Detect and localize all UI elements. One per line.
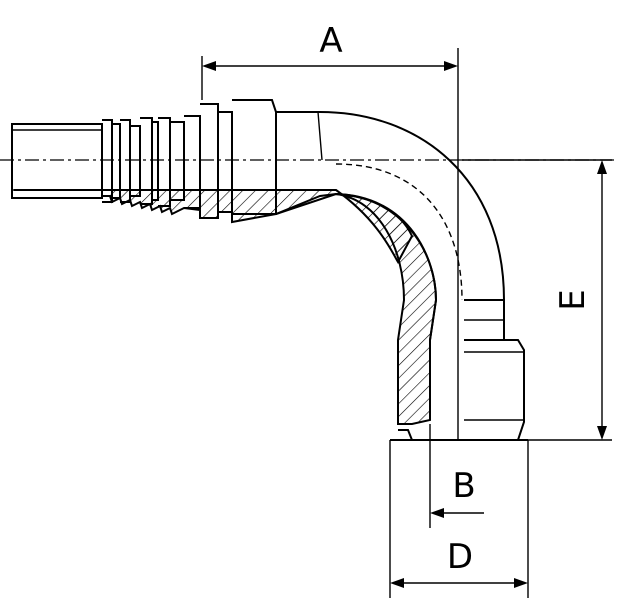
fitting-body — [0, 99, 617, 441]
section-bend — [335, 193, 438, 425]
bend-outer — [276, 111, 505, 340]
dimension-d-label: D — [447, 537, 473, 577]
flange-nut — [390, 299, 528, 441]
dimension-d: D — [389, 440, 529, 598]
dimension-a-label: A — [319, 21, 342, 61]
dimension-a: A — [201, 21, 459, 440]
dimension-e: E — [462, 159, 612, 441]
dimension-e-label: E — [553, 289, 593, 310]
bend-bore — [335, 163, 463, 301]
dimension-b-label: B — [452, 466, 475, 506]
dimension-b: B — [429, 424, 484, 528]
section-straight — [14, 189, 414, 265]
